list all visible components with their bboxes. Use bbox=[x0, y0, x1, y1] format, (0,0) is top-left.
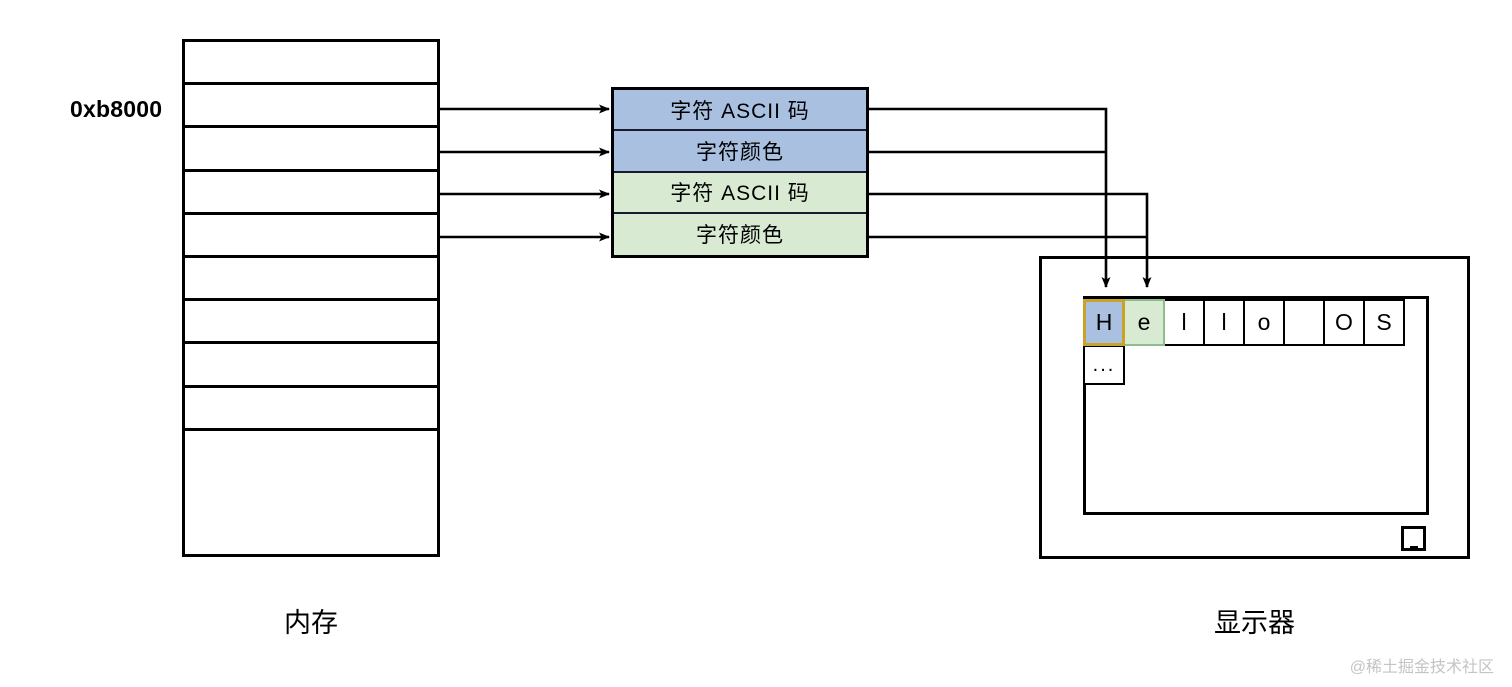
memory-row bbox=[185, 215, 437, 258]
memory-table bbox=[182, 39, 440, 557]
memory-row bbox=[185, 258, 437, 302]
memory-caption: 内存 bbox=[284, 608, 338, 638]
memory-row bbox=[185, 388, 437, 431]
memory-row bbox=[185, 172, 437, 215]
memory-row bbox=[185, 128, 437, 172]
char-cell: O bbox=[1323, 299, 1365, 346]
descriptor-row-char2-color: 字符颜色 bbox=[614, 213, 866, 255]
char-cell: H bbox=[1083, 299, 1125, 346]
cell-descriptor-stack: 字符 ASCII 码 字符颜色 字符 ASCII 码 字符颜色 bbox=[611, 87, 869, 258]
memory-row bbox=[185, 42, 437, 86]
descriptor-row-char1-color: 字符颜色 bbox=[614, 131, 866, 173]
char-cell: o bbox=[1243, 299, 1285, 346]
watermark: @稀土掘金技术社区 bbox=[1349, 659, 1494, 676]
descriptor-row-char2-ascii: 字符 ASCII 码 bbox=[614, 172, 866, 214]
char-cell bbox=[1283, 299, 1325, 346]
char-cell: l bbox=[1163, 299, 1205, 346]
memory-row bbox=[185, 301, 437, 345]
memory-row bbox=[185, 85, 437, 129]
char-cell: l bbox=[1203, 299, 1245, 346]
monitor-character-row: H e l l o O S bbox=[1083, 299, 1405, 346]
memory-address-label: 0xb8000 bbox=[70, 96, 163, 122]
memory-to-descriptor-arrows bbox=[440, 104, 610, 242]
char-cell: S bbox=[1363, 299, 1405, 346]
power-indicator-icon bbox=[1401, 526, 1426, 551]
memory-row-tail bbox=[185, 431, 437, 561]
descriptor-row-char1-ascii: 字符 ASCII 码 bbox=[614, 90, 866, 132]
memory-row bbox=[185, 344, 437, 388]
char-cell: e bbox=[1123, 299, 1165, 346]
monitor-caption: 显示器 bbox=[1214, 608, 1295, 638]
char-cell-ellipsis: ... bbox=[1083, 345, 1125, 385]
